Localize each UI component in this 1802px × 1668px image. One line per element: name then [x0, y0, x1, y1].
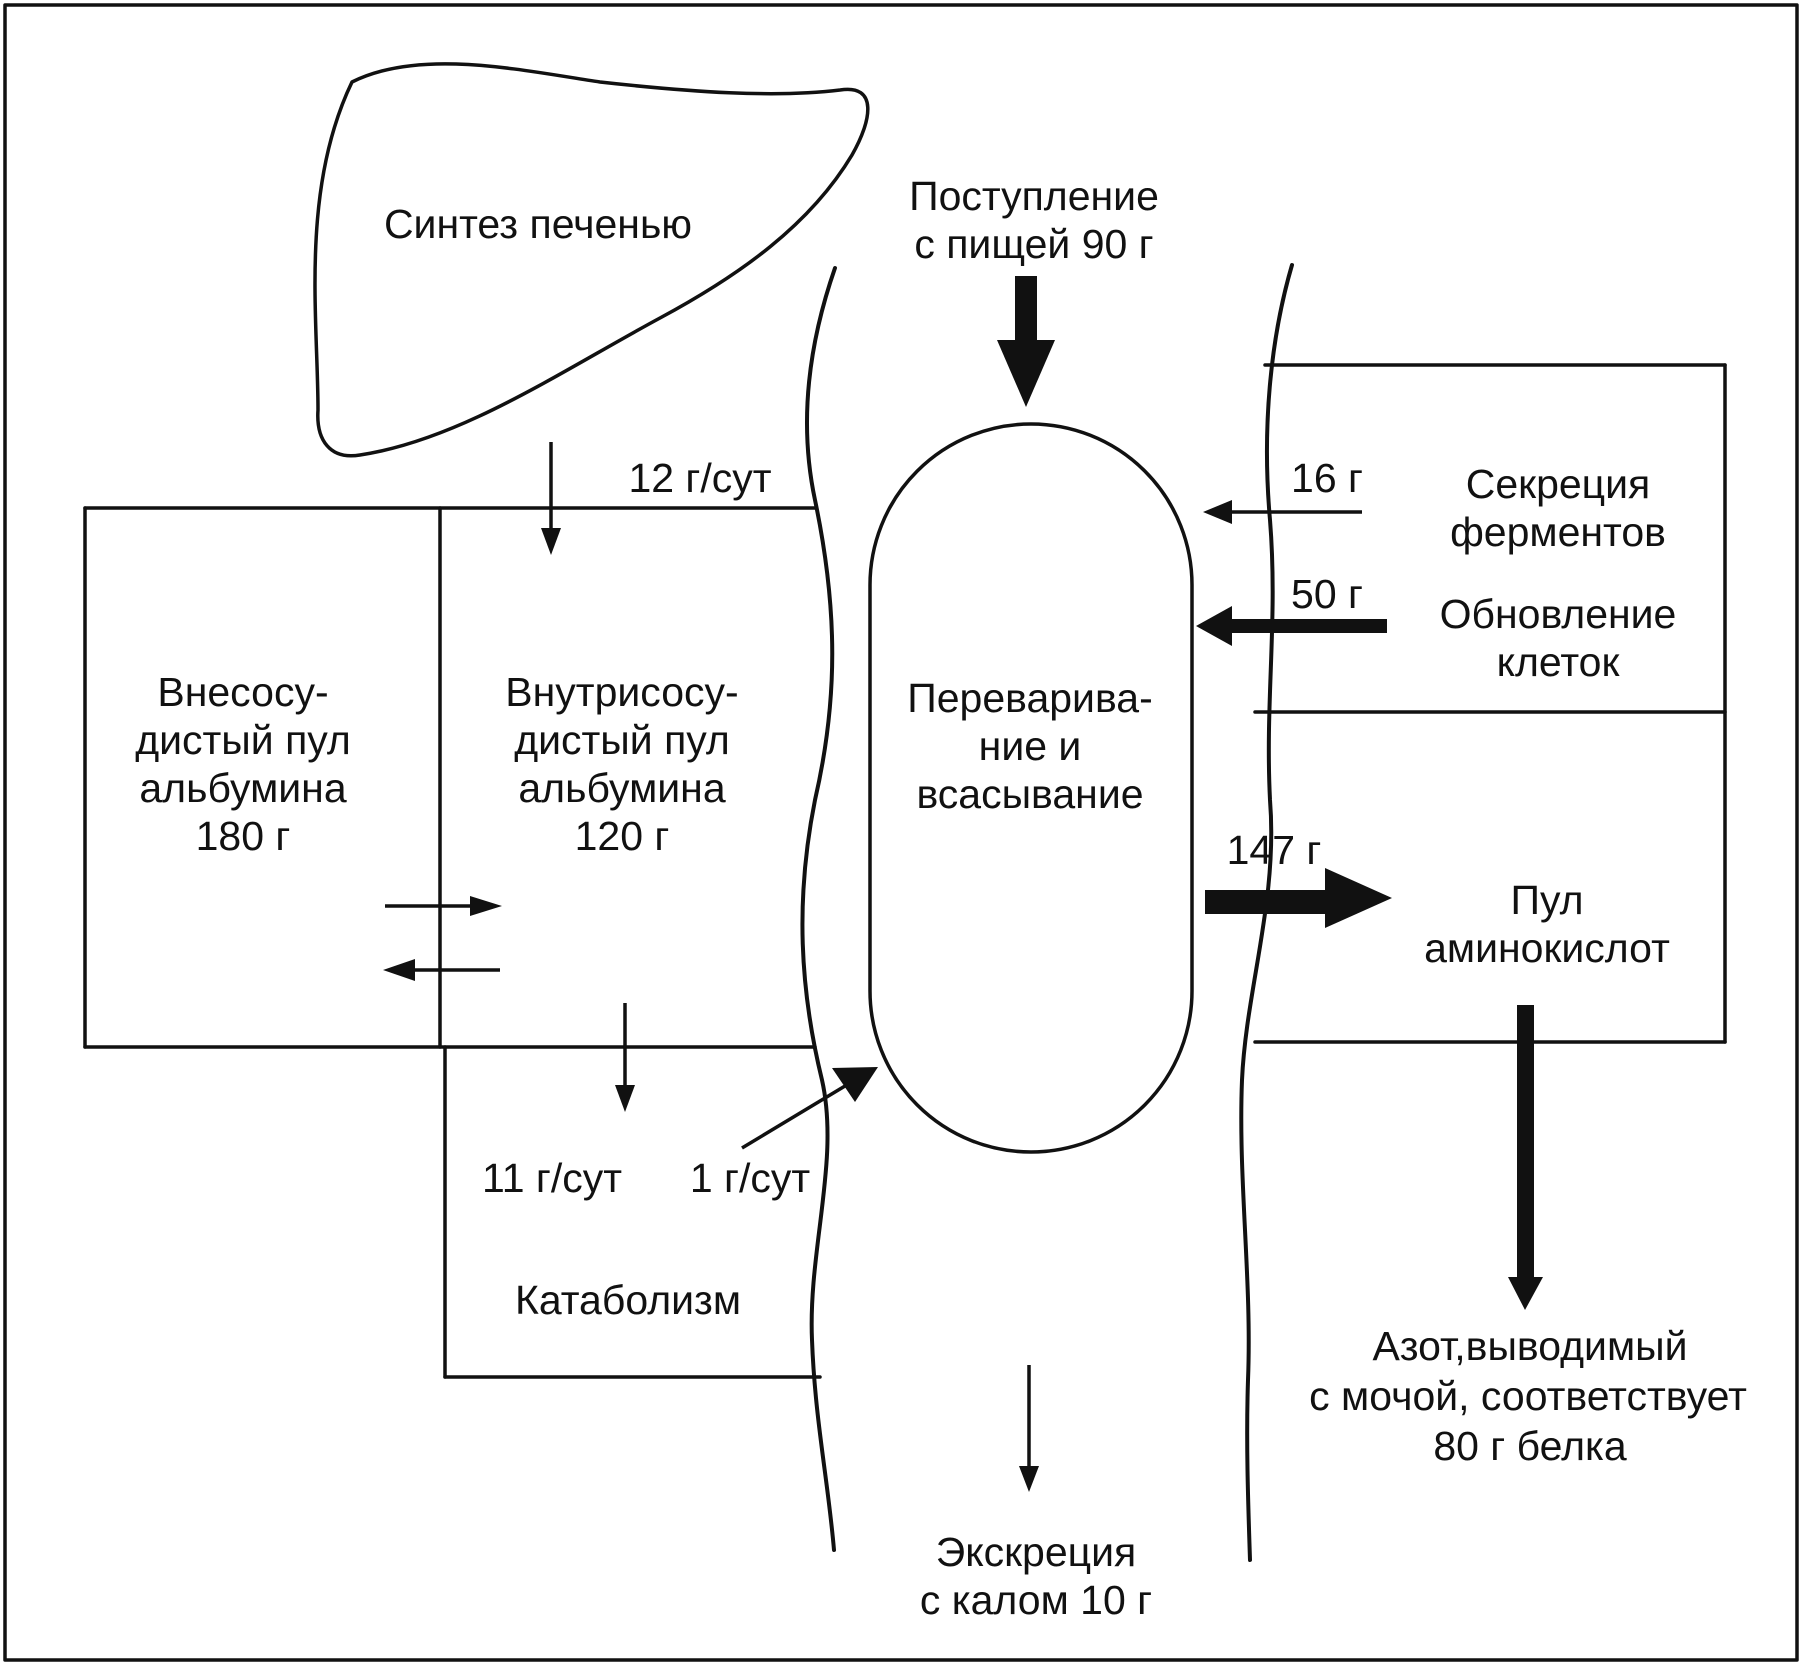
left-wavy-boundary: [800, 266, 837, 1552]
intake-label-line1: Поступление: [909, 173, 1159, 219]
urine-label-line3: 80 г белка: [1433, 1423, 1627, 1469]
intra-pool-line4: 120 г: [575, 813, 670, 859]
digestion-capsule: [868, 422, 1194, 1154]
aapool-label-line2: аминокислот: [1424, 925, 1670, 971]
g147-label: 147 г: [1227, 827, 1322, 873]
urine-label-line1: Азот,выводимый: [1372, 1323, 1687, 1369]
exchange-arrow-left: [383, 959, 500, 981]
synthesis-arrow: [541, 442, 561, 555]
extra-pool-line2: дистый пул: [135, 717, 351, 763]
g50-label: 50 г: [1291, 571, 1363, 617]
right-wavy-boundary: [1239, 263, 1294, 1562]
feces-label-line2: с калом 10 г: [920, 1577, 1152, 1623]
liver-outline: [313, 62, 870, 458]
intake-label-line2: с пищей 90 г: [914, 221, 1153, 267]
digestion-label-line2: ние и: [979, 723, 1082, 769]
renewal-label-line1: Обновление: [1440, 591, 1677, 637]
feces-arrow: [1019, 1365, 1039, 1492]
intra-pool-line3: альбумина: [518, 765, 725, 811]
intra-pool-line1: Внутрисосу-: [505, 669, 738, 715]
extra-pool-line4: 180 г: [196, 813, 291, 859]
secretion-label-line2: ферментов: [1450, 509, 1666, 555]
intake-arrow: [997, 276, 1055, 407]
feces-label-line1: Экскреция: [936, 1529, 1137, 1575]
digestion-label-line3: всасывание: [916, 771, 1143, 817]
renewal-arrow: [1196, 606, 1387, 646]
outer-frame: [3, 3, 1799, 1662]
rate-1-label: 1 г/сут: [690, 1155, 811, 1201]
secretion-arrow: [1203, 500, 1362, 524]
albumin-to-gut-arrow: [741, 1067, 878, 1150]
liver-label: Синтез печенью: [384, 201, 692, 247]
urine-arrow: [1508, 1005, 1543, 1310]
digestion-label-line1: Перевари­ва-: [907, 675, 1152, 721]
catabolism-arrow: [615, 1003, 635, 1112]
rate-11-label: 11 г/сут: [482, 1155, 622, 1201]
absorption-arrow: [1205, 868, 1392, 928]
extra-pool-line1: Внесосу-: [157, 669, 328, 715]
exchange-arrow-right: [385, 896, 502, 916]
aapool-label-line1: Пул: [1511, 877, 1584, 923]
rate-12-label: 12 г/сут: [628, 455, 771, 501]
urine-label-line2: с мочой, соответствует: [1309, 1373, 1747, 1419]
secretion-label-line1: Секреция: [1466, 461, 1651, 507]
renewal-label-line2: клеток: [1497, 639, 1621, 685]
catabolism-label: Катаболизм: [515, 1277, 741, 1323]
g16-label: 16 г: [1291, 455, 1363, 501]
extra-pool-line3: альбумина: [139, 765, 346, 811]
intra-pool-line2: дистый пул: [514, 717, 730, 763]
